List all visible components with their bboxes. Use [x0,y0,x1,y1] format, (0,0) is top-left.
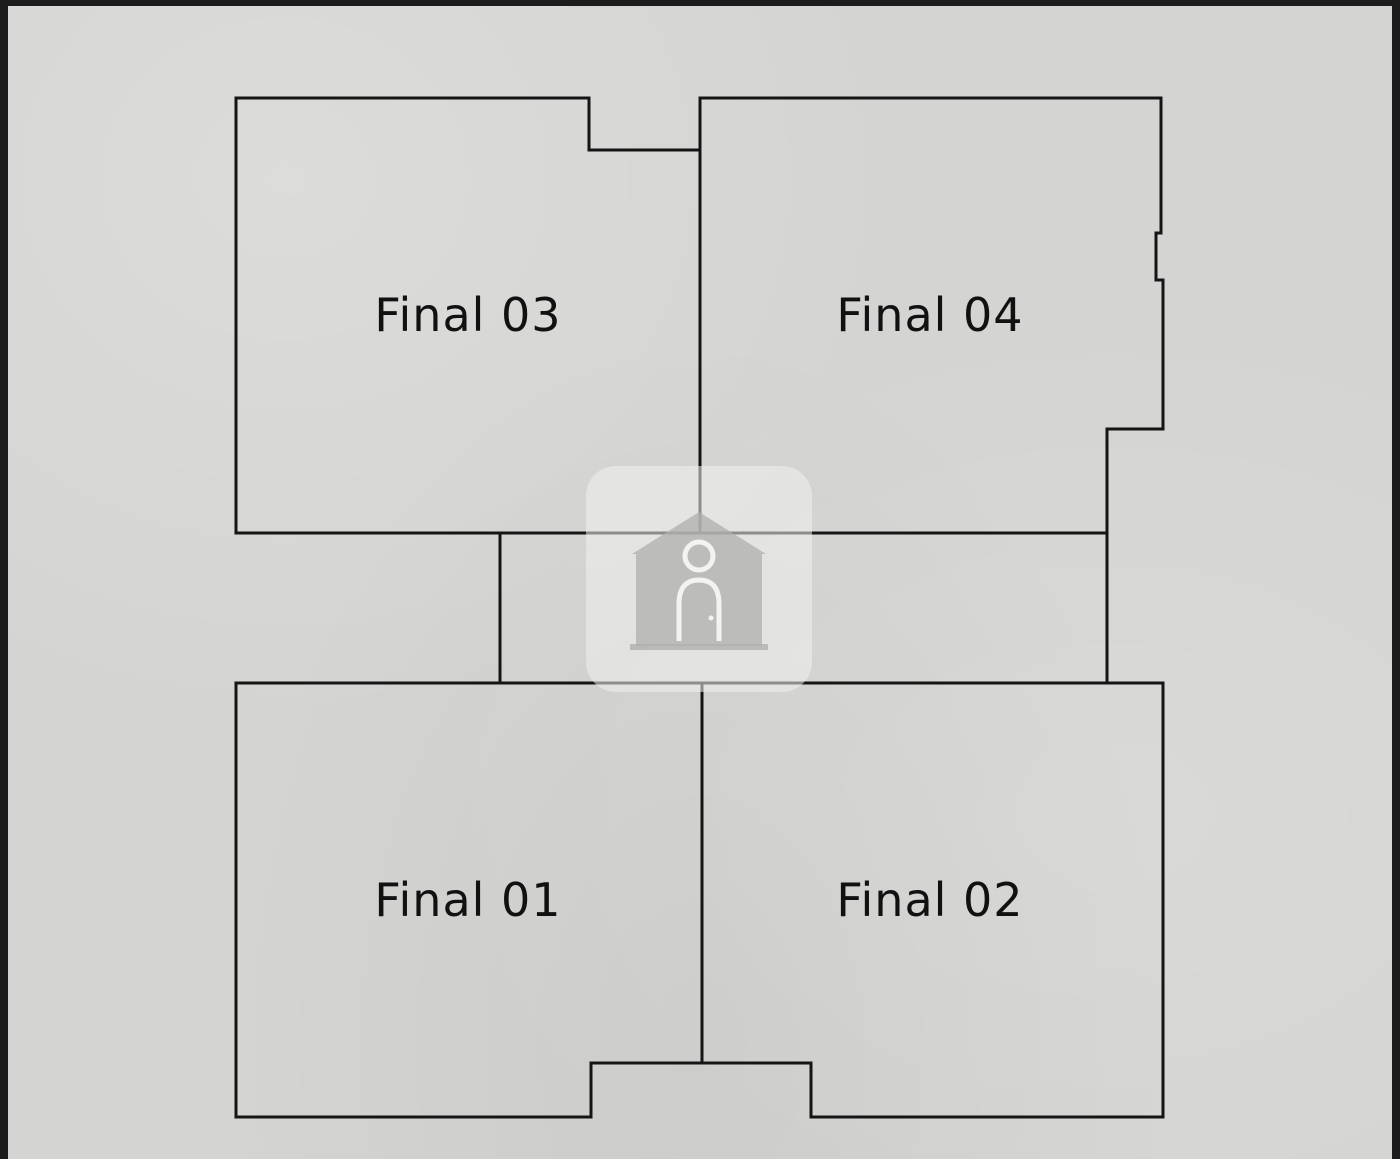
room-outline-final-02 [700,681,1165,1119]
watermark-logo [586,466,812,692]
room-label-final-01: Final 01 [374,873,562,927]
room-outline-final-04 [698,96,1165,535]
room-label-final-03: Final 03 [374,288,562,342]
room-label-final-02: Final 02 [836,873,1024,927]
house-person-logo-icon [630,512,768,650]
room-label-final-04: Final 04 [836,288,1024,342]
